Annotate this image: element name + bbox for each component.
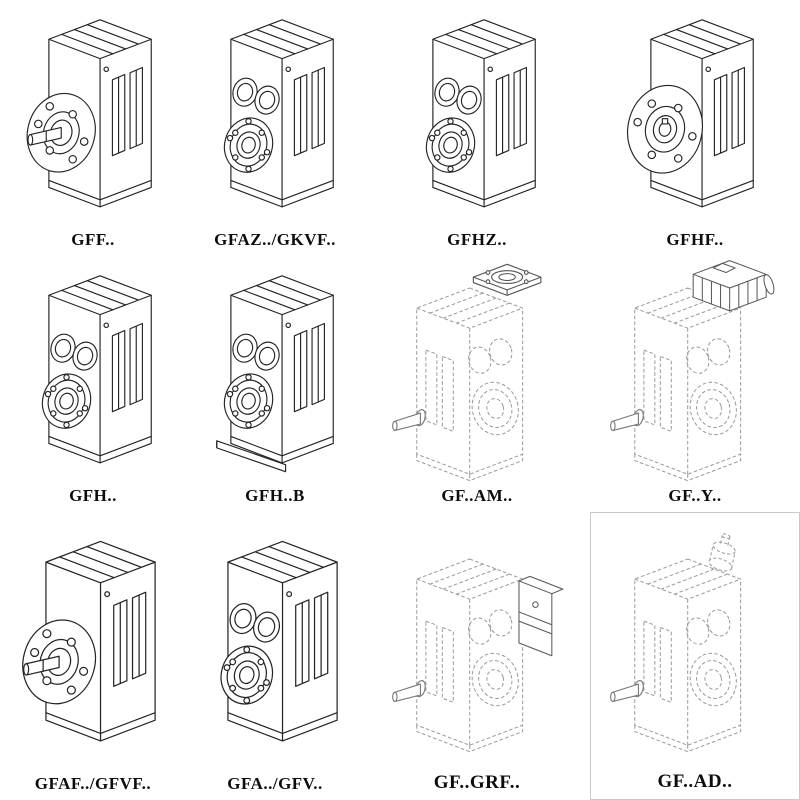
gearbox-phantom-adapter-drawing xyxy=(379,512,575,773)
model-label-gfaf-gfvf: GFAF../GFVF.. xyxy=(34,774,152,794)
model-label-gf-ad: GF..AD.. xyxy=(657,771,733,793)
model-label-gff: GFF.. xyxy=(71,230,115,250)
gearbox-hollow-shaft-drawing xyxy=(196,0,354,231)
catalog-item-gf-y: GF..Y.. xyxy=(590,256,800,512)
catalog-item-gfa-gfv: GFA../GFV.. xyxy=(186,512,364,800)
catalog-item-gf-grf: GF..GRF.. xyxy=(364,512,590,800)
model-label-gfh: GFH.. xyxy=(69,486,117,506)
catalog-item-gfh-b: GFH..B xyxy=(186,256,364,512)
model-label-gf-y: GF..Y.. xyxy=(668,486,722,506)
model-label-gf-am: GF..AM.. xyxy=(441,486,513,506)
model-label-gfhf: GFHF.. xyxy=(666,230,724,250)
catalog-item-gf-ad: GF..AD.. xyxy=(590,512,800,800)
catalog-item-gfh: GFH.. xyxy=(0,256,186,512)
gearbox-phantom-with-motor-drawing xyxy=(597,256,793,487)
gearbox-flange-shaft-drawing xyxy=(14,0,172,231)
gearbox-flange-front-drawing xyxy=(616,0,774,231)
gearbox-flange-shaft-drawing xyxy=(9,512,177,775)
gearbox-phantom-motor-flange-drawing xyxy=(379,256,575,487)
catalog-item-gf-am: GF..AM.. xyxy=(364,256,590,512)
catalog-item-gff: GFF.. xyxy=(0,0,186,256)
model-label-gf-grf: GF..GRF.. xyxy=(433,772,521,794)
gearbox-hollow-shaft-foot-drawing xyxy=(196,256,354,487)
model-label-gfhz: GFHZ.. xyxy=(447,230,507,250)
catalog-item-gfhf: GFHF.. xyxy=(590,0,800,256)
gearbox-hollow-shaft-drawing xyxy=(191,512,359,775)
gearbox-hollow-shaft-drawing xyxy=(14,256,172,487)
gearbox-hollow-shaft-drawing xyxy=(398,0,556,231)
catalog-item-gfhz: GFHZ.. xyxy=(364,0,590,256)
model-label-gfa-gfv: GFA../GFV.. xyxy=(227,774,323,794)
catalog-item-gfaz-gkvf: GFAZ../GKVF.. xyxy=(186,0,364,256)
gearbox-phantom-input-adapter-drawing xyxy=(597,513,793,772)
model-label-gfaz-gkvf: GFAZ../GKVF.. xyxy=(214,230,336,250)
model-label-gfh-b: GFH..B xyxy=(245,486,305,506)
catalog-item-gfaf-gfvf: GFAF../GFVF.. xyxy=(0,512,186,800)
